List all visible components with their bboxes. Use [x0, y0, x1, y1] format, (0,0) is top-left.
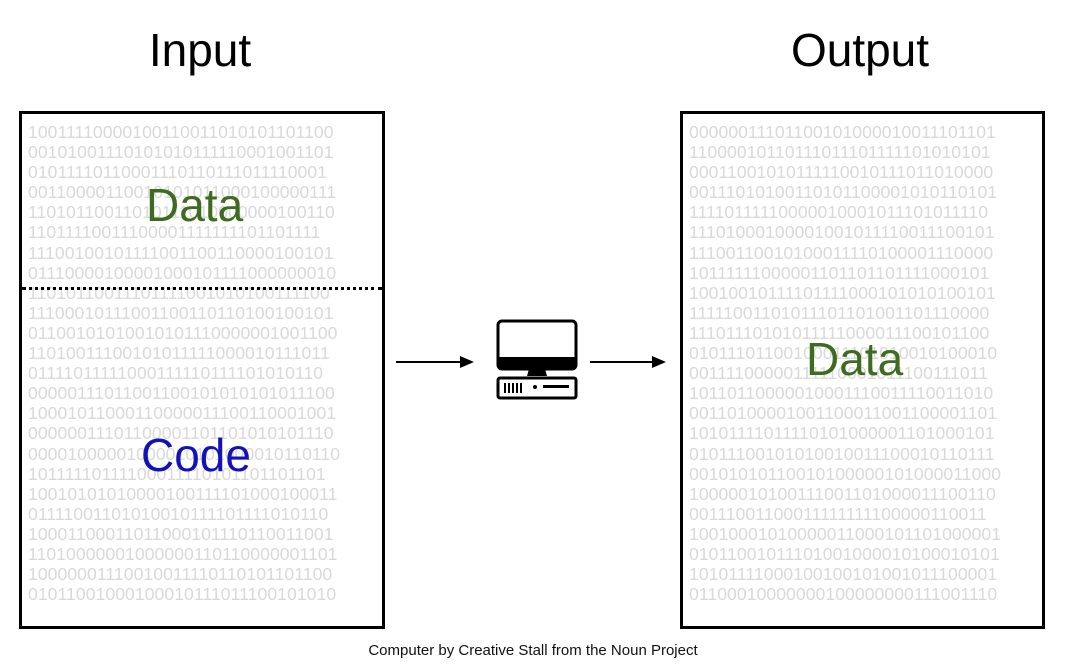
- binary-line: 00000111011001100101010101011100: [28, 383, 335, 404]
- binary-line: 01111001101010010111101111010110: [28, 503, 329, 524]
- binary-line: 00101010110010100000101000011000: [689, 463, 1002, 484]
- binary-line: 00101001110101010111110001001101: [28, 142, 334, 163]
- binary-line: 00011001010111110010111011010000: [689, 162, 994, 183]
- binary-line: 00111001100011111111100000110011: [689, 503, 987, 524]
- binary-line: 00000011101100101000010011101101: [689, 122, 996, 142]
- binary-line: 11010011100101011111000010111011: [28, 343, 330, 364]
- binary-line: 10010001010000011000101101000001: [689, 523, 1002, 544]
- binary-line: 10010101010000100111101000100011: [28, 483, 338, 504]
- binary-line: 00111100000111110001011100111011: [689, 363, 989, 384]
- binary-line: 11100010111001100110110100100101: [28, 302, 334, 323]
- desktop-computer-icon: [496, 319, 578, 400]
- computer-to-output-arrow: [590, 356, 666, 368]
- output-heading: Output: [790, 24, 930, 76]
- binary-line: 11010000001000000110110000001101: [28, 543, 338, 564]
- binary-line: 10110110000010001110011110011010: [689, 383, 994, 404]
- input-data-label: Data: [146, 179, 244, 231]
- binary-line: 00111010100110101100001010110101: [689, 182, 998, 203]
- binary-line: 01011100101010010011100010110111: [689, 443, 995, 464]
- binary-line: 10001100011011000101110110011001: [28, 523, 334, 544]
- input-to-computer-arrow: [396, 356, 474, 368]
- binary-line: 01011001011101001000010100010101: [689, 543, 1000, 564]
- binary-line: 00001000001000010101000010110110: [28, 443, 341, 464]
- binary-line: 01011001000100010111011100101010: [28, 584, 337, 605]
- binary-line: 11110111110000010001011101011110: [689, 202, 989, 223]
- binary-line: 11101110101011111000011100101100: [689, 322, 990, 343]
- input-code-label: Code: [141, 429, 251, 481]
- binary-line: 01100101010010101110000001001100: [28, 322, 338, 343]
- binary-line: 10111111000001101101101111000101: [689, 262, 990, 283]
- binary-line: 10101111011110101000001101000101: [689, 423, 995, 444]
- binary-line: 11010110011010111010000000100110: [28, 202, 335, 223]
- binary-line: 00110100001001100011001100001101: [689, 403, 998, 424]
- binary-line: 10111110111100011110101101101101: [28, 463, 326, 484]
- output-data-label: Data: [806, 333, 904, 385]
- input-heading: Input: [148, 24, 252, 76]
- binary-line: 10101111000100100101001011100001: [689, 564, 998, 585]
- binary-line: 10001011000110000011100110001001: [28, 403, 337, 424]
- binary-line: 10010010111101111000101010100101: [689, 282, 996, 303]
- binary-line: 11101000100001001011110011100101: [689, 222, 995, 243]
- icon-credit: Computer by Creative Stall from the Noun…: [368, 642, 698, 659]
- binary-line: 01100010000000100000000111001110: [689, 584, 998, 605]
- binary-line: 00000011101100001101101010101110: [28, 423, 334, 444]
- binary-line: 11000010110111011101111101010101: [689, 142, 991, 163]
- binary-line: 11111001101011101101001101110000: [689, 302, 990, 323]
- binary-line: 01110000100001000101111000000010: [28, 262, 337, 283]
- binary-line: 10000010100111001101000011100110: [689, 483, 996, 504]
- binary-line: 01011110110001110110111011110001: [28, 162, 328, 183]
- binary-line: 01111011111000111110111101010110: [28, 363, 324, 384]
- binary-line: 11100100101111001100110000100101: [28, 242, 334, 263]
- binary-line: 10000001110010011110110101101100: [28, 564, 333, 585]
- binary-line: 00110000110010101011000100000111: [28, 182, 337, 203]
- binary-line: 10011110000100110011010101101100: [28, 122, 334, 142]
- binary-line: 11100110010100011110100001110000: [689, 242, 994, 263]
- binary-line: 01011101100100011101010010100010: [689, 343, 998, 364]
- binary-line: 11011110011100001111111101101111: [28, 222, 321, 243]
- data-code-divider: [22, 287, 382, 290]
- binary-line: 11010110011101111001010100111100: [28, 282, 330, 303]
